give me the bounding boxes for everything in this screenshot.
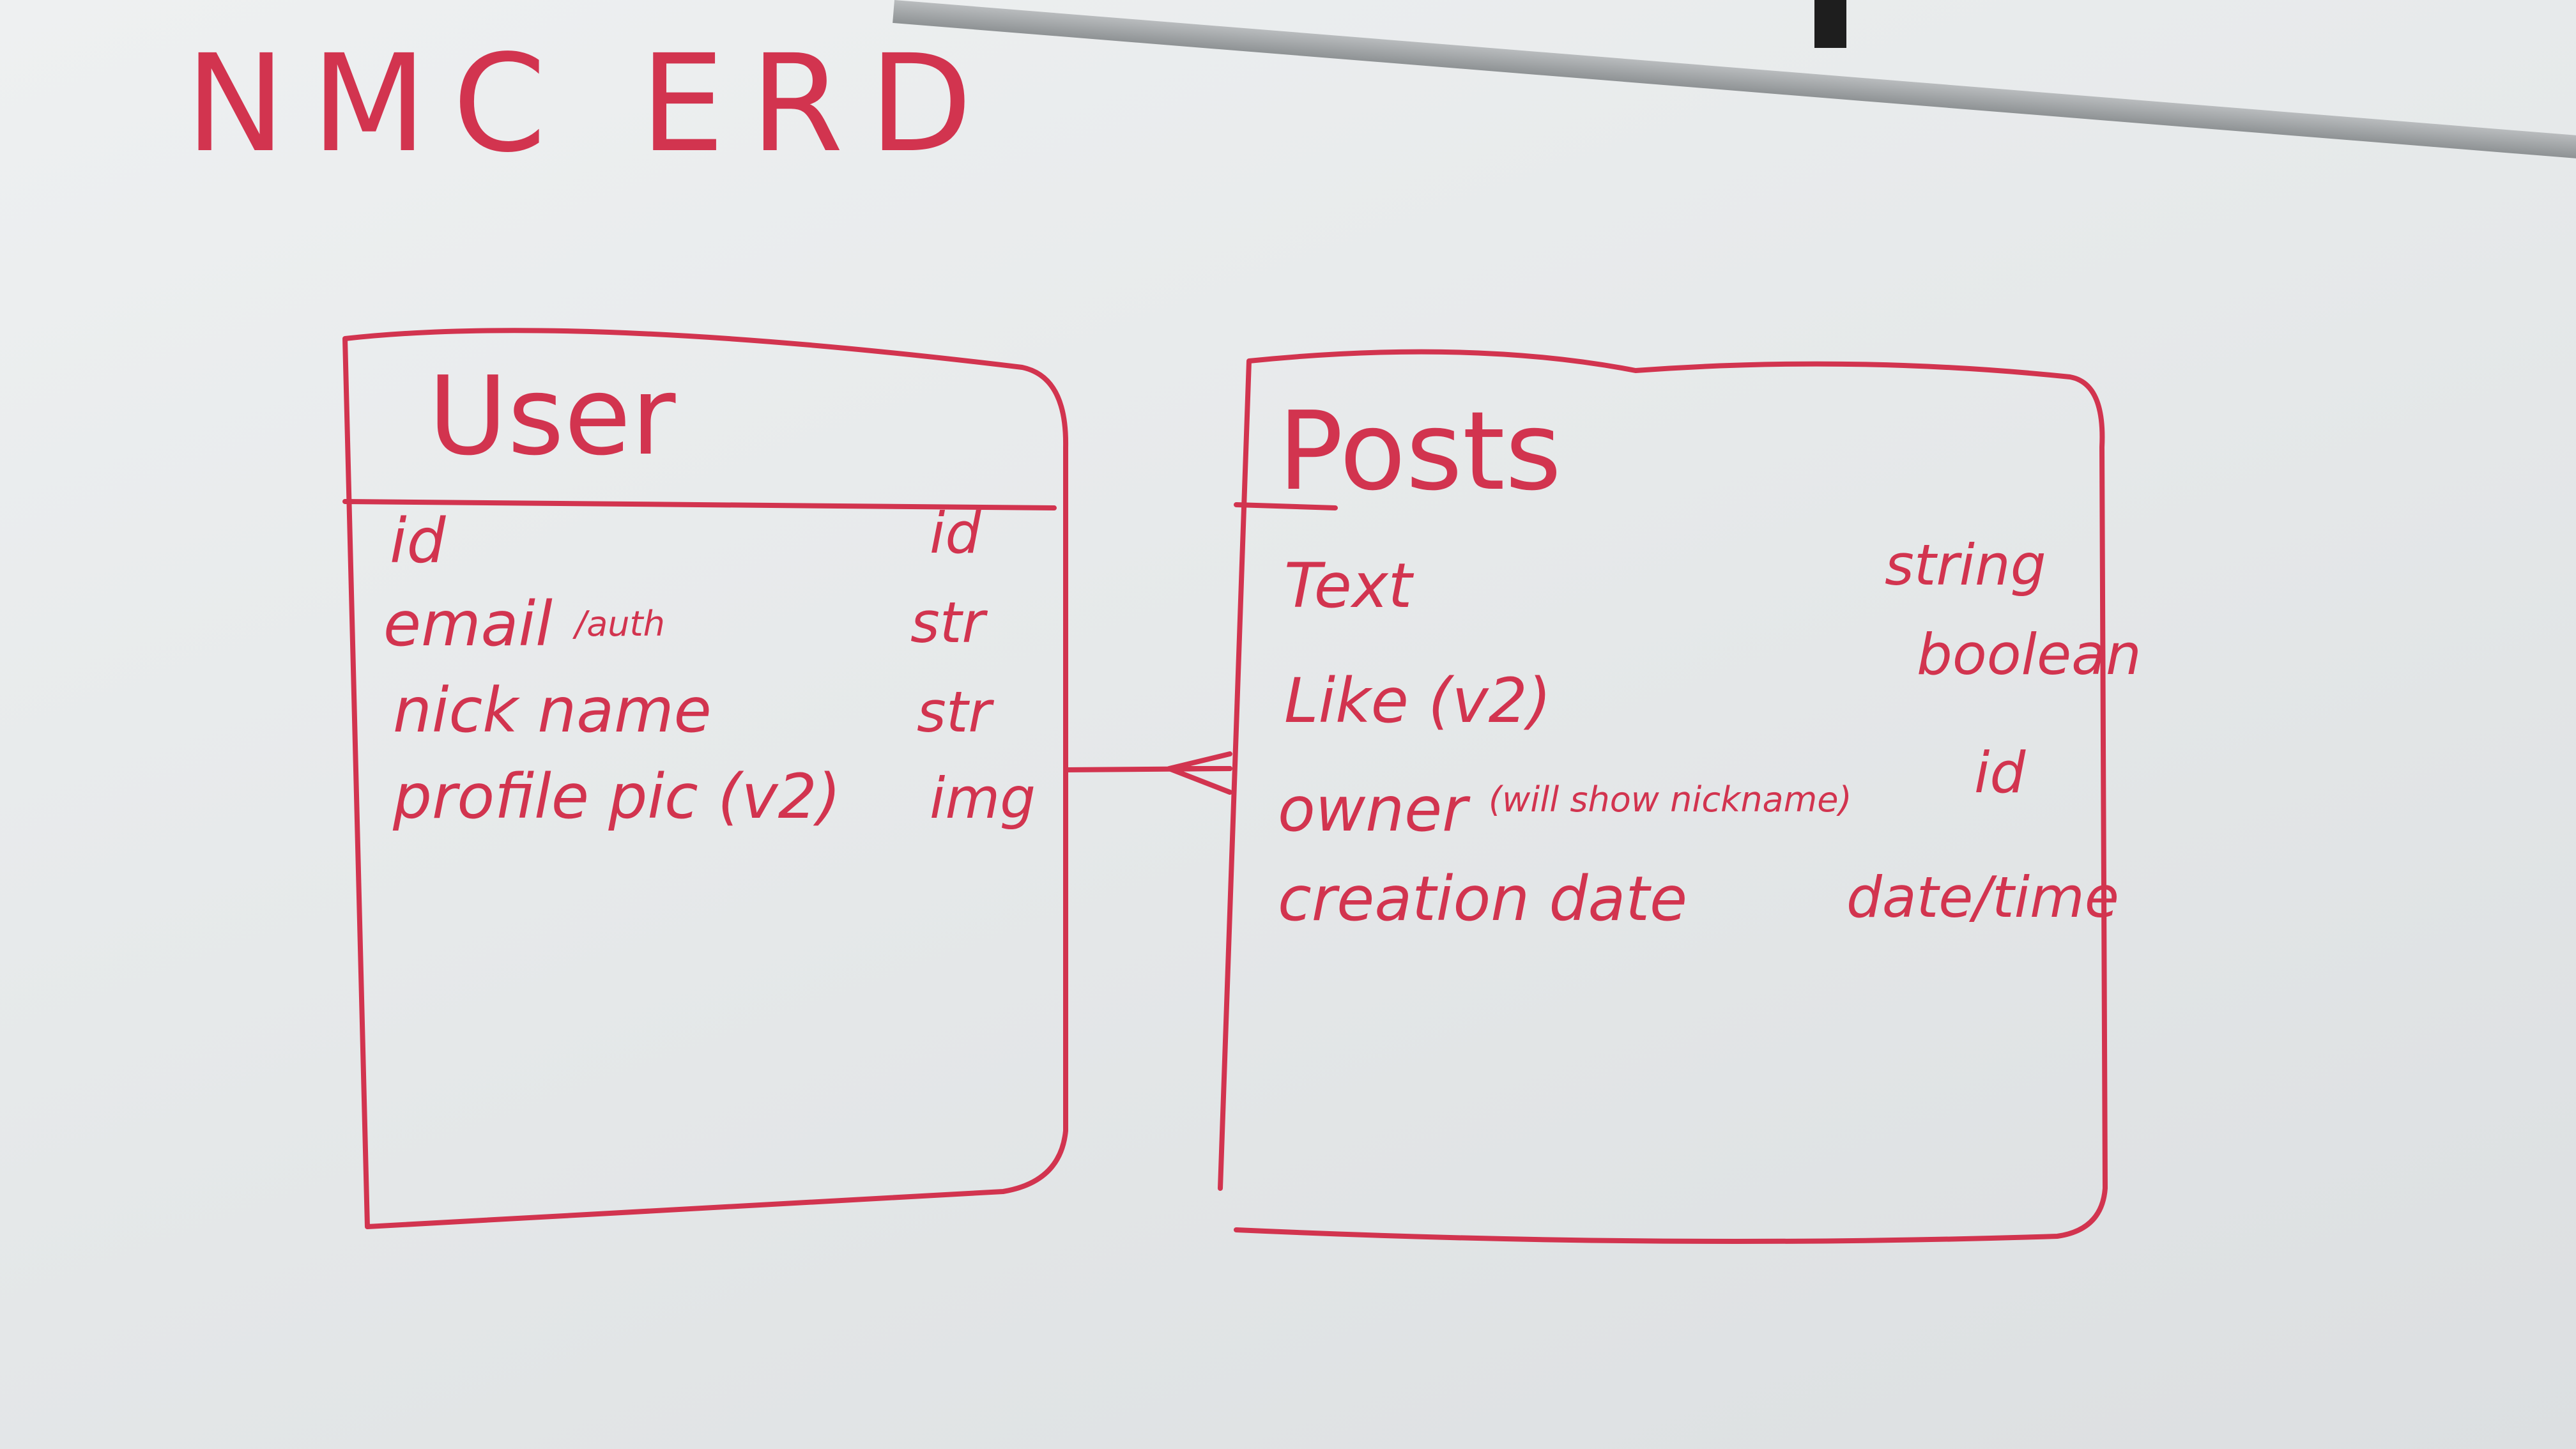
user-box-outline <box>342 328 1069 1229</box>
posts-field-name: creation date <box>1278 863 1687 935</box>
posts-field-type: id <box>1974 740 2026 806</box>
posts-field-type: date/time <box>1846 864 2119 930</box>
posts-entity-name: Posts <box>1278 388 1561 515</box>
user-field-type: img <box>930 765 1036 831</box>
user-field-name: nick name <box>393 675 712 746</box>
posts-field-name: owner <box>1278 774 1471 845</box>
posts-field-note: (will show nickname) <box>1489 779 1852 820</box>
posts-header-divider <box>1234 502 1338 510</box>
user-field-name: email <box>383 588 553 660</box>
user-field-type: id <box>930 500 981 566</box>
user-field-type: str <box>917 679 994 745</box>
posts-field-name: Like (v2) <box>1284 665 1551 737</box>
entity-user: User id id email /auth str nick name str… <box>342 328 1069 1229</box>
crows-foot-icon <box>1167 751 1232 795</box>
posts-field-name: Text <box>1284 550 1414 622</box>
relationship-connector <box>1063 751 1232 795</box>
user-header-divider <box>342 499 1057 510</box>
entity-posts: Posts Text string Like (v2) boolean owne… <box>1218 349 2142 1244</box>
user-field-name: profile pic (v2) <box>392 761 841 832</box>
posts-box-outline <box>1218 349 2108 1244</box>
wall-hook <box>1814 0 1846 48</box>
posts-field-type: string <box>1885 532 2046 598</box>
diagram-title: NMC ERD <box>185 26 998 182</box>
user-field-note: /auth <box>572 604 665 644</box>
posts-field-type: boolean <box>1917 622 2142 687</box>
user-entity-name: User <box>428 353 676 480</box>
user-field-type: str <box>910 590 988 656</box>
user-field-name: id <box>390 505 447 577</box>
